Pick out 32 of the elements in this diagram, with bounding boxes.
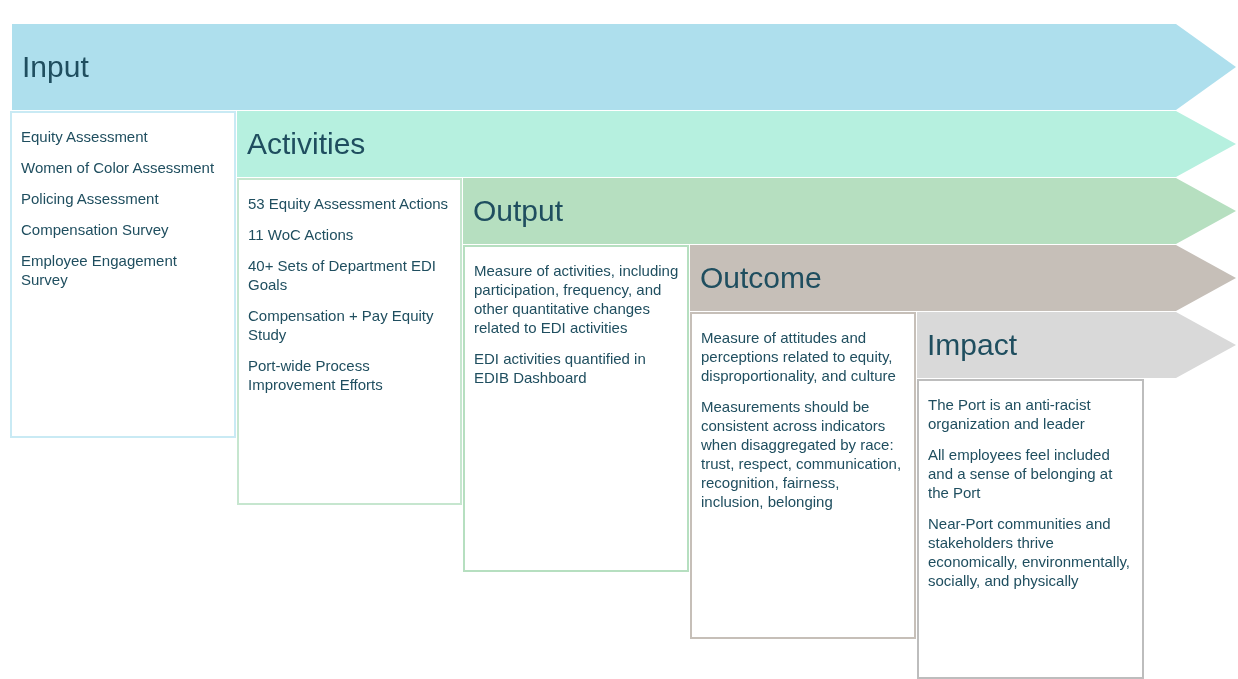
stage-heading: Input bbox=[22, 50, 89, 84]
stage-heading: Output bbox=[473, 194, 564, 228]
text-panel bbox=[917, 379, 1144, 679]
stage-heading: Activities bbox=[247, 127, 366, 161]
stage-banner bbox=[690, 245, 1236, 311]
list-item: Port-wide Process Improvement Efforts bbox=[248, 356, 384, 394]
stage-heading: Impact bbox=[927, 328, 1018, 362]
stage-banner bbox=[237, 111, 1236, 177]
description-text: Near-Port communities and stakeholders thrive economically, environmentally, socially, and physically bbox=[928, 514, 1132, 590]
list-item: Compensation + Pay Equity Study bbox=[248, 306, 435, 344]
description-text: EDI activities quantified in EDIB Dashboard bbox=[474, 349, 647, 387]
description-text: Measurements should be consistent across indicators when disaggregated by race: trust, respect, communication, recognition, fairness, inclusion, belonging bbox=[701, 397, 903, 511]
description-text: Measure of activities, including participation, frequency, and other quantitative changes related to EDI activities bbox=[474, 261, 679, 337]
stage-banner bbox=[463, 178, 1236, 244]
list-item: 40+ Sets of Department EDI Goals bbox=[248, 256, 437, 294]
list-item: Equity Assessment bbox=[21, 127, 149, 146]
list-item: Compensation Survey bbox=[21, 220, 170, 239]
text-panel bbox=[10, 111, 236, 438]
list-item: Policing Assessment bbox=[21, 189, 160, 208]
stage-heading: Outcome bbox=[700, 261, 822, 295]
list-item: Women of Color Assessment bbox=[21, 158, 216, 177]
description-text: The Port is an anti-racist organization and leader bbox=[928, 395, 1092, 433]
list-item: 11 WoC Actions bbox=[248, 225, 355, 244]
text-panel bbox=[237, 178, 462, 505]
text-panel bbox=[463, 245, 689, 572]
stage-banner bbox=[12, 24, 1236, 110]
stage-banner bbox=[917, 312, 1236, 378]
description-text: All employees feel included and a sense of belonging at the Port bbox=[928, 445, 1114, 502]
list-item: Employee Engagement Survey bbox=[21, 251, 178, 289]
text-panel bbox=[690, 312, 916, 639]
description-text: Measure of attitudes and perceptions related to equity, disproportionality, and culture bbox=[701, 328, 897, 385]
list-item: 53 Equity Assessment Actions bbox=[248, 194, 450, 213]
